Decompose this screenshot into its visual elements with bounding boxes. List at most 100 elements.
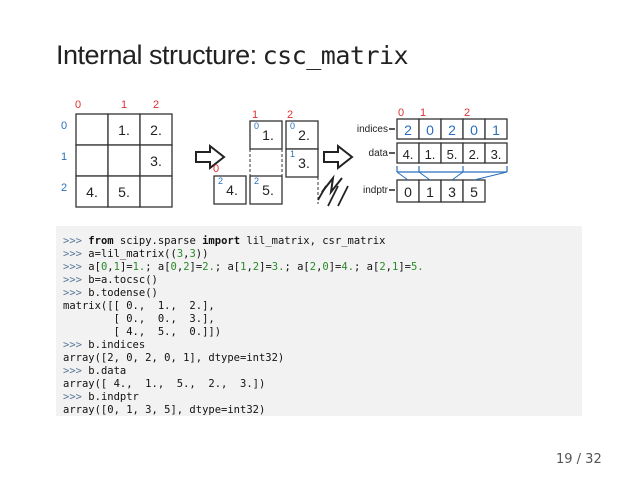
split-row-label: 0 [254, 121, 259, 131]
matrix-row-label: 2 [61, 182, 67, 194]
split-cell [249, 120, 283, 150]
matrix-col-label: 1 [121, 99, 127, 111]
indices-value: 0 [470, 122, 478, 138]
split-row-label: 2 [218, 176, 223, 186]
matrix-cell [139, 175, 173, 208]
page-number: 19 / 32 [556, 452, 602, 467]
slide-title: Internal structure:csc_matrix [56, 40, 409, 71]
data-label: data [369, 148, 389, 159]
matrix-cell [75, 175, 109, 208]
matrix-cell [75, 113, 109, 146]
split-row-label: 2 [254, 176, 259, 186]
code-token: 3 [189, 248, 196, 260]
code-line: >>> b.indptr [63, 391, 582, 404]
split-cell-value: 4. [226, 182, 238, 198]
matrix-col-label: 2 [153, 99, 159, 111]
code-token: , [183, 248, 190, 260]
data-cell [484, 142, 508, 164]
code-token: 4. [341, 261, 355, 273]
code-token: ]= [119, 261, 133, 273]
split-cell-value: 3. [298, 155, 310, 171]
prompt: >>> [63, 391, 89, 403]
matrix-cell [139, 113, 173, 146]
code-line: array([2, 0, 2, 0, 1], dtype=int32) [63, 352, 582, 365]
split-cell [285, 120, 319, 150]
split-col-label: 1 [252, 109, 258, 121]
code-token: 1 [113, 261, 120, 273]
data-value: 2. [469, 147, 480, 162]
indptr-label: indptr [363, 185, 389, 196]
code-token: 2 [379, 261, 386, 273]
array-col-label: 2 [464, 107, 470, 119]
split-col-label: 0 [213, 163, 219, 175]
matrix-cell [107, 144, 141, 177]
indptr-value: 5 [470, 184, 478, 200]
code-token: 0 [170, 261, 177, 273]
matrix-cell-value: 1. [118, 122, 130, 138]
matrix-cell [107, 175, 141, 208]
code-token: 3 [176, 248, 184, 260]
code-token: array([2, 0, 2, 0, 1], dtype=int32) [63, 352, 285, 364]
code-token: b.data [88, 365, 127, 377]
code-token: 1. [132, 261, 146, 273]
data-value: 5. [447, 147, 458, 162]
code-token: b.todense() [88, 287, 158, 299]
indptr-value: 3 [448, 184, 456, 200]
split-cell-value: 5. [262, 182, 274, 198]
code-token: matrix([[ 0., 1., 2.], [63, 300, 215, 312]
code-token: 1 [391, 261, 399, 273]
data-value: 4. [403, 147, 414, 162]
array-col-label: 1 [420, 107, 426, 119]
code-line: array([ 4., 1., 5., 2., 3.]) [63, 378, 582, 391]
code-token: , [246, 261, 253, 273]
code-token: , [316, 261, 323, 273]
code-token: scipy.sparse [113, 235, 203, 247]
indices-label: indices [357, 124, 388, 135]
code-line: >>> b.data [63, 365, 582, 378]
code-token: ]= [259, 261, 272, 273]
code-token: ]= [328, 261, 342, 273]
split-row-label: 1 [290, 149, 295, 159]
indices-value: 1 [492, 122, 500, 138]
code-token: ; a[ [214, 261, 241, 273]
indptr-value: 0 [404, 184, 412, 200]
code-token: 2 [252, 261, 260, 273]
code-line: >>> a=lil_matrix((3,3)) [63, 248, 582, 261]
title-text: Internal structure: [56, 40, 257, 70]
code-token: ]= [189, 261, 203, 273]
indices-value: 0 [426, 122, 434, 138]
prompt: >>> [63, 248, 89, 260]
code-token: , [107, 261, 114, 273]
code-token: [ 0., 0., 3.], [63, 313, 215, 325]
code-token: ; a[ [284, 261, 310, 273]
code-line: [ 0., 0., 3.], [63, 313, 582, 326]
prompt: >>> [63, 287, 89, 299]
code-block: >>> from scipy.sparse import lil_matrix,… [56, 226, 582, 416]
data-value: 1. [425, 147, 436, 162]
indices-value: 2 [448, 122, 456, 138]
code-token: 0 [100, 261, 108, 273]
code-token: )) [195, 248, 209, 260]
code-token: b=a.tocsc() [88, 274, 158, 286]
prompt: >>> [63, 235, 89, 247]
array-col-label: 0 [398, 107, 404, 119]
matrix-cell [75, 144, 109, 177]
pointer-line [451, 171, 464, 181]
code-token: 2 [309, 261, 317, 273]
zigzag-arrows [321, 174, 343, 196]
code-token: [ 4., 5., 0.]]) [63, 326, 222, 338]
prompt: >>> [63, 274, 89, 286]
data-value: 3. [491, 147, 502, 162]
split-col-label: 2 [287, 109, 293, 121]
code-token: import [202, 235, 241, 247]
prompt: >>> [63, 339, 89, 351]
matrix-row-label: 1 [61, 151, 67, 163]
pointer-line [396, 171, 409, 181]
code-token: a[ [88, 261, 101, 273]
split-row-label: 0 [290, 121, 295, 131]
matrix-cell-value: 5. [118, 184, 130, 200]
code-token: , [176, 261, 184, 273]
pointer-bracket [396, 166, 508, 173]
code-token: , [385, 261, 392, 273]
code-token: 5. [410, 261, 424, 273]
